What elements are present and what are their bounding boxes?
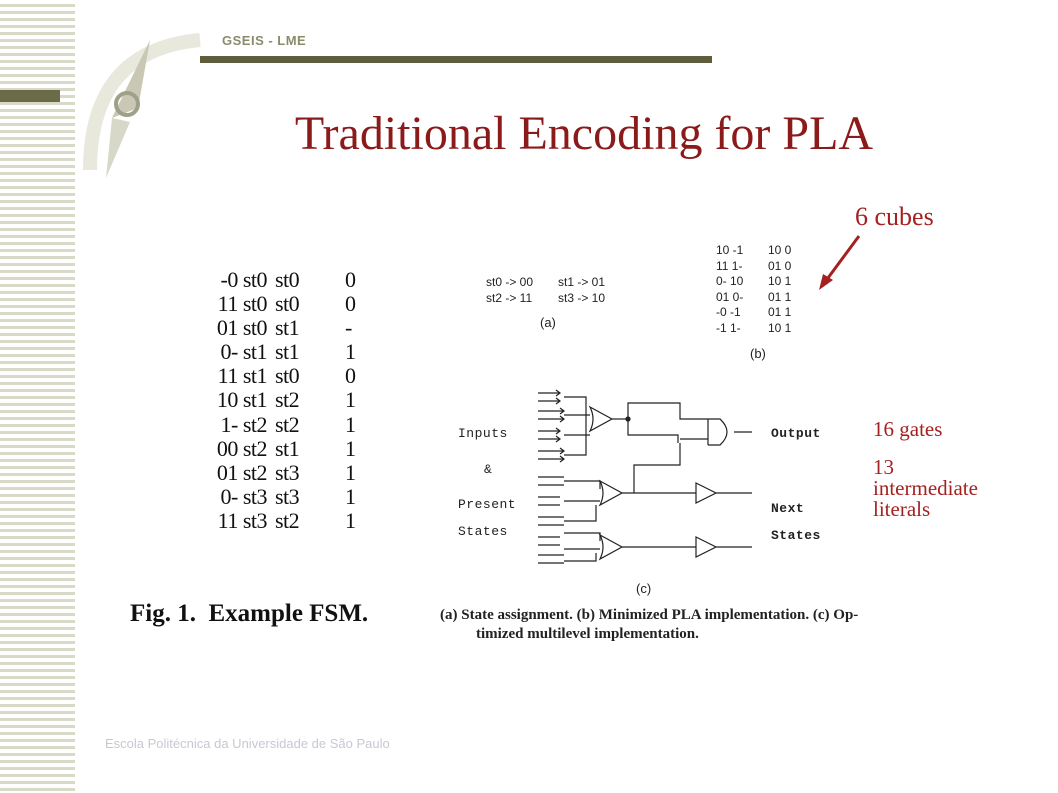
next-states-label: States: [771, 528, 821, 543]
header-bar: [200, 56, 712, 63]
states-label: States: [458, 524, 508, 539]
figure-caption-line1: (a) State assignment. (b) Minimized PLA …: [440, 607, 859, 623]
list-item: 11 1-01 0: [716, 258, 792, 273]
and-label: &: [484, 462, 493, 477]
figure-caption-line2: timized multilevel implementation.: [476, 626, 699, 642]
circuit-diagram: [538, 389, 752, 564]
inputs-label: Inputs: [458, 426, 508, 441]
cubes-annotation: 6 cubes: [855, 202, 934, 231]
decorative-stripes: [0, 0, 75, 793]
fsm-caption: Fig. 1. Example FSM.: [130, 600, 369, 627]
footer-text: Escola Politécnica da Universidade de Sã…: [105, 736, 390, 751]
list-item: -1 1-10 1: [716, 320, 792, 335]
slide-title: Traditional Encoding for PLA: [294, 107, 874, 160]
list-item: 01 0-01 1: [716, 289, 792, 304]
label-a: (a): [540, 315, 556, 330]
literals-annotation-line2: intermediate: [873, 476, 978, 500]
literals-annotation-line1: 13: [873, 455, 894, 479]
label-b: (b): [750, 346, 766, 361]
header-label: GSEIS - LME: [222, 33, 307, 48]
arrow-icon: [819, 235, 861, 290]
output-label: Output: [771, 426, 821, 441]
compass-logo-icon: [0, 33, 201, 178]
next-label: Next: [771, 501, 805, 516]
present-label: Present: [458, 497, 517, 512]
figure-caption: (a) State assignment. (b) Minimized PLA …: [440, 606, 858, 644]
label-c: (c): [636, 581, 652, 596]
literals-annotation-line3: literals: [873, 497, 931, 521]
gates-annotation: 16 gates: [873, 417, 943, 441]
